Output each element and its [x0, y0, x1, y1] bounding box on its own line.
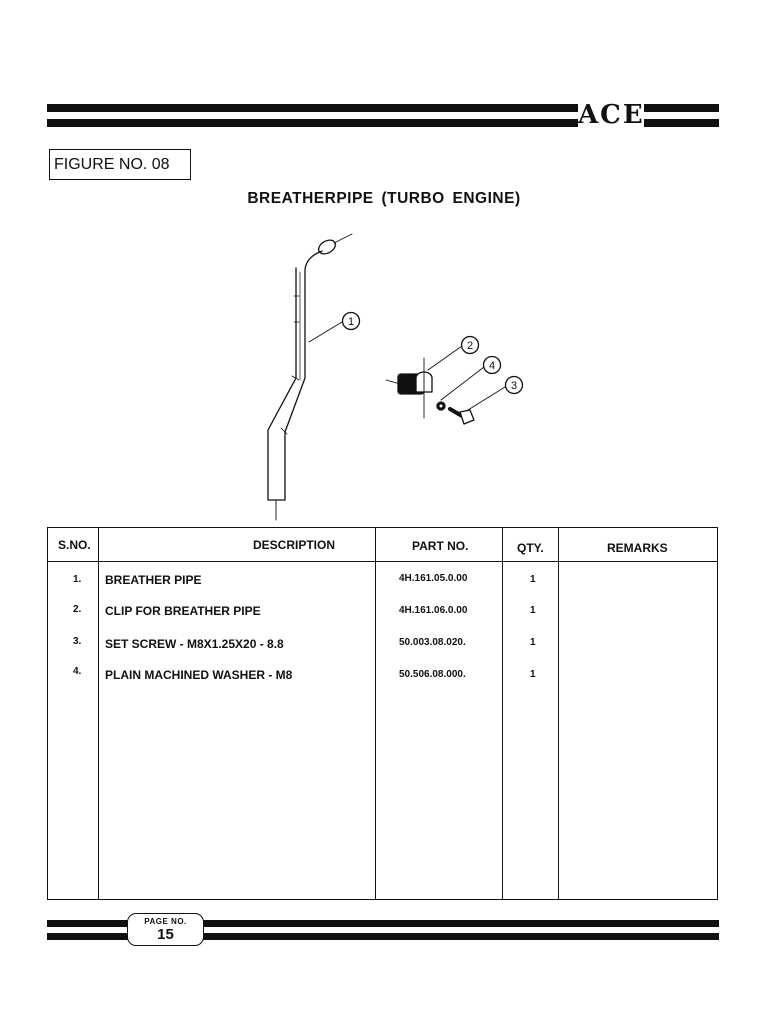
row-3-qty: 1	[530, 637, 536, 648]
leader-3	[467, 386, 506, 411]
row-4-part-no: 50.506.08.000.	[399, 669, 466, 680]
set-screw-head	[459, 409, 475, 425]
page-title: BREATHERPIPE (TURBO ENGINE)	[247, 190, 521, 207]
set-screw-thread	[448, 407, 464, 418]
callout-circle-3	[504, 375, 524, 395]
callout-2: 2	[467, 340, 473, 352]
brand-logo: ACE	[578, 100, 645, 130]
callout-3: 3	[511, 380, 517, 392]
row-4-description: PLAIN MACHINED WASHER - M8	[105, 668, 293, 682]
header-bar-top	[47, 104, 719, 112]
row-2-description: CLIP FOR BREATHER PIPE	[105, 604, 261, 618]
breather-pipe-outline	[267, 250, 323, 501]
header-remarks: REMARKS	[607, 541, 668, 555]
header-part-no: PART NO.	[412, 539, 469, 553]
row-2-part-no: 4H.161.06.0.00	[399, 605, 468, 616]
callout-circle-4	[482, 355, 502, 375]
leader-2	[427, 345, 463, 371]
footer-bar-top	[47, 920, 719, 927]
row-4-sno: 4.	[73, 666, 82, 677]
leader-4	[440, 366, 485, 401]
breather-pipe-axis-top	[333, 233, 353, 244]
row-1-qty: 1	[530, 574, 536, 585]
footer-bar-bottom	[47, 933, 719, 940]
row-2-qty: 1	[530, 605, 536, 616]
clip-axis-horizontal	[385, 379, 401, 385]
row-4-qty: 1	[530, 669, 536, 680]
page-number: 15	[157, 926, 174, 943]
breather-pipe-end	[317, 239, 337, 255]
figure-number-box: FIGURE NO. 08	[49, 149, 191, 180]
row-1-part-no: 4H.161.05.0.00	[399, 573, 468, 584]
row-1-description: BREATHER PIPE	[105, 573, 202, 587]
callout-4: 4	[489, 360, 495, 372]
row-3-sno: 3.	[73, 636, 82, 647]
header-sno: S.NO.	[58, 538, 91, 552]
figure-number: FIGURE NO. 08	[54, 156, 170, 173]
exploded-parts-drawing: 1 2 4 3	[267, 233, 524, 521]
callout-circle-1	[341, 311, 361, 331]
row-3-description: SET SCREW - M8X1.25X20 - 8.8	[105, 637, 284, 651]
header-qty: QTY.	[517, 541, 544, 555]
header-description: DESCRIPTION	[253, 538, 336, 552]
row-1-sno: 1.	[73, 574, 82, 585]
row-3-part-no: 50.003.08.020.	[399, 637, 466, 648]
parts-table: S.NO. DESCRIPTION PART NO. QTY. REMARKS …	[47, 527, 718, 900]
row-2-sno: 2.	[73, 604, 82, 615]
callout-1: 1	[348, 316, 354, 328]
header-bar-bottom	[47, 119, 719, 127]
page-number-tab: PAGE NO. 15	[127, 913, 204, 946]
page-label: PAGE NO.	[144, 917, 187, 926]
callout-circle-2	[460, 335, 480, 355]
leader-1	[308, 321, 343, 343]
